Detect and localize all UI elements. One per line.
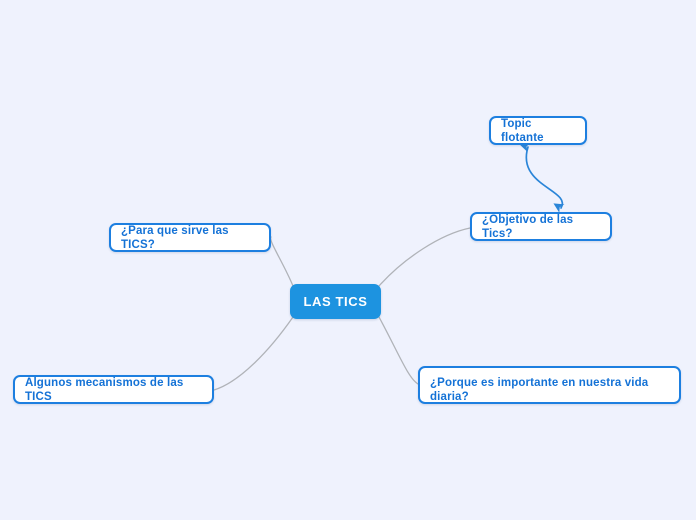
node-algunos-mecanismos-de-las-tics[interactable]: Algunos mecanismos de las TICS (13, 375, 214, 404)
node-label: Topic flotante (501, 117, 544, 144)
edge-central-to-objetivo (378, 227, 471, 287)
edge-central-to-para-que (270, 236, 294, 287)
node-central-las-tics[interactable]: LAS TICS (290, 284, 381, 319)
node-porque-es-importante[interactable]: ¿Porque es importante en nuestra vida di… (418, 366, 681, 404)
node-objetivo-de-las-tics[interactable]: ¿Objetivo de las Tics? (470, 212, 612, 241)
node-label: ¿Objetivo de las Tics? (482, 213, 574, 240)
node-topic-flotante[interactable]: Topic flotante (489, 116, 587, 145)
node-para-que-sirve-las-tics[interactable]: ¿Para que sirve las TICS? (109, 223, 271, 252)
relationship-arrow-objetivo-flotante[interactable] (519, 142, 565, 213)
edge-central-to-mecanismos (213, 316, 294, 391)
node-label: ¿Para que sirve las TICS? (121, 224, 229, 251)
node-label: ¿Porque es importante en nuestra vida di… (430, 377, 649, 403)
node-label: LAS TICS (303, 294, 368, 309)
edge-central-to-porque (378, 316, 419, 385)
node-label: Algunos mecanismos de las TICS (25, 376, 184, 403)
